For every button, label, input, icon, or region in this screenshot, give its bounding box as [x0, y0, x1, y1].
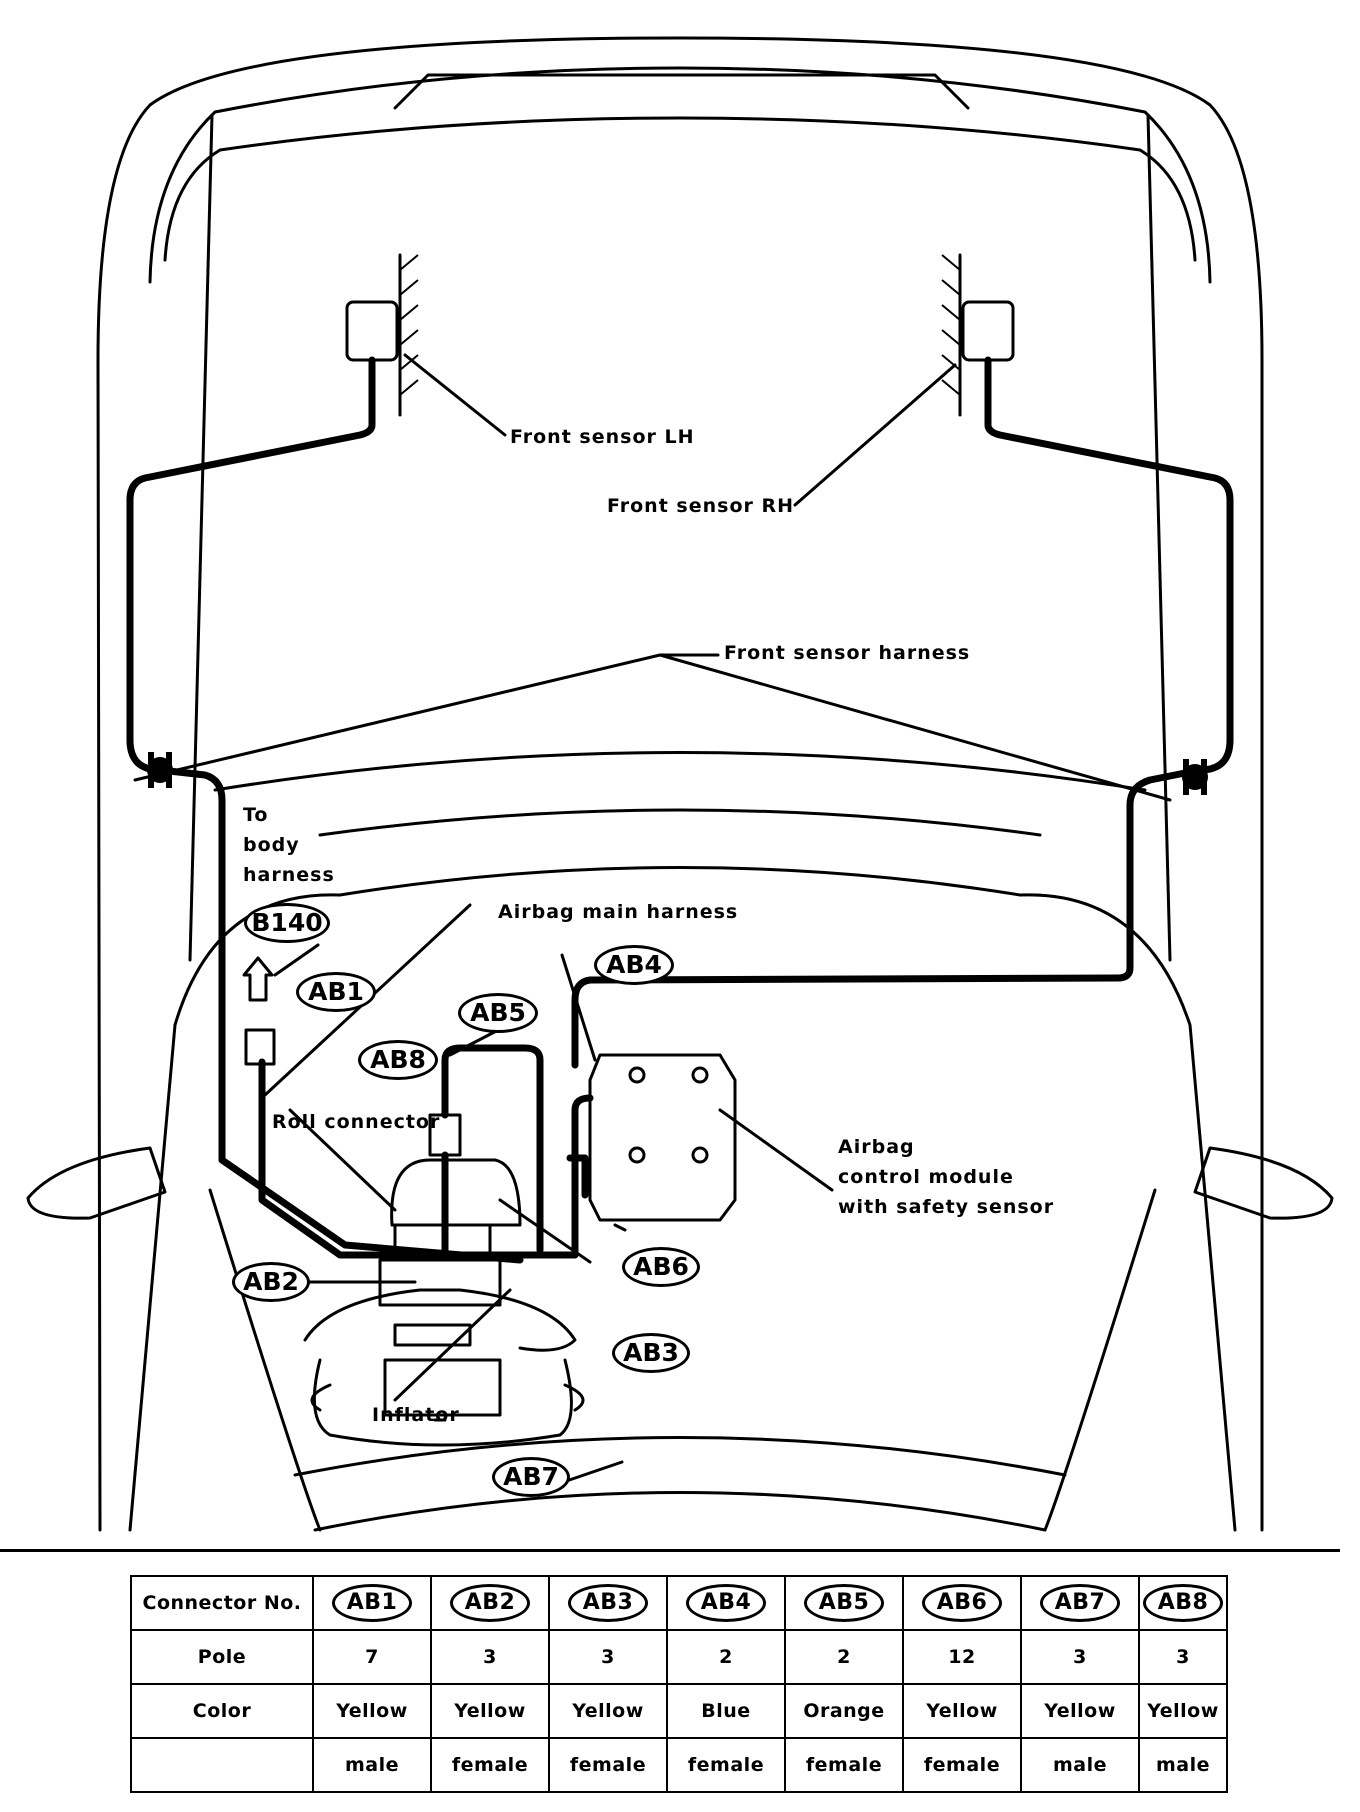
gender-cell: male — [1138, 1737, 1228, 1793]
color-cell: Yellow — [902, 1683, 1022, 1739]
label-front-sensor-rh: Front sensor RH — [607, 495, 795, 517]
front-sensor-lh-box — [345, 300, 399, 362]
connector-id: AB7 — [1039, 1584, 1121, 1622]
gender-cell: female — [430, 1737, 550, 1793]
callout-ab5: AB5 — [458, 993, 538, 1033]
gender-cell: female — [666, 1737, 786, 1793]
left-mirror — [26, 1146, 167, 1220]
steering-column — [390, 1158, 522, 1227]
callout-ab2: AB2 — [232, 1262, 310, 1302]
pole-cell: 7 — [312, 1629, 432, 1685]
connector-table: Connector No. AB1 AB2 AB3 AB4 AB5 AB6 AB… — [130, 1575, 1228, 1793]
connector-id: AB6 — [921, 1584, 1003, 1622]
hood-outer-line — [148, 66, 1212, 284]
column-cover — [378, 1258, 502, 1307]
label-airbag-main-harness: Airbag main harness — [498, 901, 739, 923]
connector-id: AB2 — [449, 1584, 531, 1622]
label-to-body-harness: To body harness — [243, 804, 335, 886]
left-fender-line — [188, 113, 214, 962]
row-label-gender — [130, 1737, 314, 1793]
color-cell: Orange — [784, 1683, 904, 1739]
callout-b140: B140 — [244, 903, 330, 943]
color-cell: Blue — [666, 1683, 786, 1739]
pole-cell: 2 — [784, 1629, 904, 1685]
cowl-arc-lower — [318, 808, 1042, 837]
callout-ab7: AB7 — [492, 1457, 570, 1497]
row-gender: male female female female female female … — [130, 1737, 1228, 1793]
dash-outline — [173, 866, 1237, 1532]
windshield-top — [393, 73, 970, 110]
row-connector-no: Connector No. AB1 AB2 AB3 AB4 AB5 AB6 AB… — [130, 1575, 1228, 1631]
connector-id: AB4 — [685, 1584, 767, 1622]
label-inflator: Inflator — [372, 1404, 460, 1426]
front-sensor-rh-box — [961, 300, 1015, 362]
callout-ab4: AB4 — [594, 945, 674, 985]
label-front-sensor-lh: Front sensor LH — [510, 426, 695, 448]
connector-id: AB3 — [567, 1584, 649, 1622]
color-cell: Yellow — [430, 1683, 550, 1739]
gender-cell: male — [1020, 1737, 1140, 1793]
pole-cell: 3 — [1020, 1629, 1140, 1685]
connector-id: AB8 — [1142, 1584, 1224, 1622]
steering-wheel-lower — [312, 1358, 573, 1447]
left-a-pillar — [208, 1188, 322, 1532]
hood-inner-line — [163, 116, 1197, 262]
row-color: Color Yellow Yellow Yellow Blue Orange Y… — [130, 1683, 1228, 1739]
pole-cell: 3 — [1138, 1629, 1228, 1685]
gender-cell: male — [312, 1737, 432, 1793]
callout-ab1: AB1 — [296, 972, 376, 1012]
rear-line — [313, 1491, 1047, 1532]
steering-wheel-upper — [303, 1288, 577, 1352]
row-label-pole: Pole — [130, 1629, 314, 1685]
pole-cell: 12 — [902, 1629, 1022, 1685]
divider-rule — [0, 1549, 1340, 1552]
to-body-arrow — [242, 956, 274, 1002]
pole-cell: 2 — [666, 1629, 786, 1685]
callout-ab6: AB6 — [622, 1247, 700, 1287]
callout-ab8: AB8 — [358, 1040, 438, 1080]
row-pole: Pole 7 3 3 2 2 12 3 3 — [130, 1629, 1228, 1685]
pole-cell: 3 — [430, 1629, 550, 1685]
right-mirror — [1193, 1146, 1334, 1220]
roll-harness — [441, 1044, 544, 1254]
label-roll-connector: Roll connector — [272, 1111, 441, 1133]
row-label-color: Color — [130, 1683, 314, 1739]
color-cell: Yellow — [312, 1683, 432, 1739]
seat-line — [293, 1436, 1067, 1477]
ab7-box — [393, 1323, 472, 1347]
left-door-line — [128, 1023, 177, 1532]
right-fender-line — [1146, 113, 1172, 962]
color-cell: Yellow — [1020, 1683, 1140, 1739]
cowl-arc-upper — [213, 751, 1147, 792]
inflator-box — [383, 1358, 502, 1417]
left-front-sensor-harness — [126, 356, 524, 1264]
connector-id: AB5 — [803, 1584, 885, 1622]
label-airbag-control-module: Airbag control module with safety sensor — [838, 1136, 1055, 1218]
color-cell: Yellow — [1138, 1683, 1228, 1739]
body-outline — [96, 36, 1264, 1532]
airbag-harness-diagram: Front sensor LH Front sensor RH Front se… — [26, 36, 1334, 1532]
label-front-sensor-harness: Front sensor harness — [724, 642, 971, 664]
pole-cell: 3 — [548, 1629, 668, 1685]
gender-cell: female — [548, 1737, 668, 1793]
connector-id: AB1 — [331, 1584, 413, 1622]
airbag-main-harness — [258, 1058, 594, 1259]
ab1-connector — [244, 1028, 276, 1066]
callout-ab3: AB3 — [612, 1333, 690, 1373]
gender-cell: female — [902, 1737, 1022, 1793]
right-a-pillar — [1043, 1188, 1157, 1532]
color-cell: Yellow — [548, 1683, 668, 1739]
vehicle-outline-drawing — [26, 36, 1334, 1532]
right-front-sensor-harness — [571, 356, 1234, 1069]
row-label-connector: Connector No. — [130, 1575, 314, 1631]
airbag-control-module — [588, 1053, 737, 1222]
gender-cell: female — [784, 1737, 904, 1793]
